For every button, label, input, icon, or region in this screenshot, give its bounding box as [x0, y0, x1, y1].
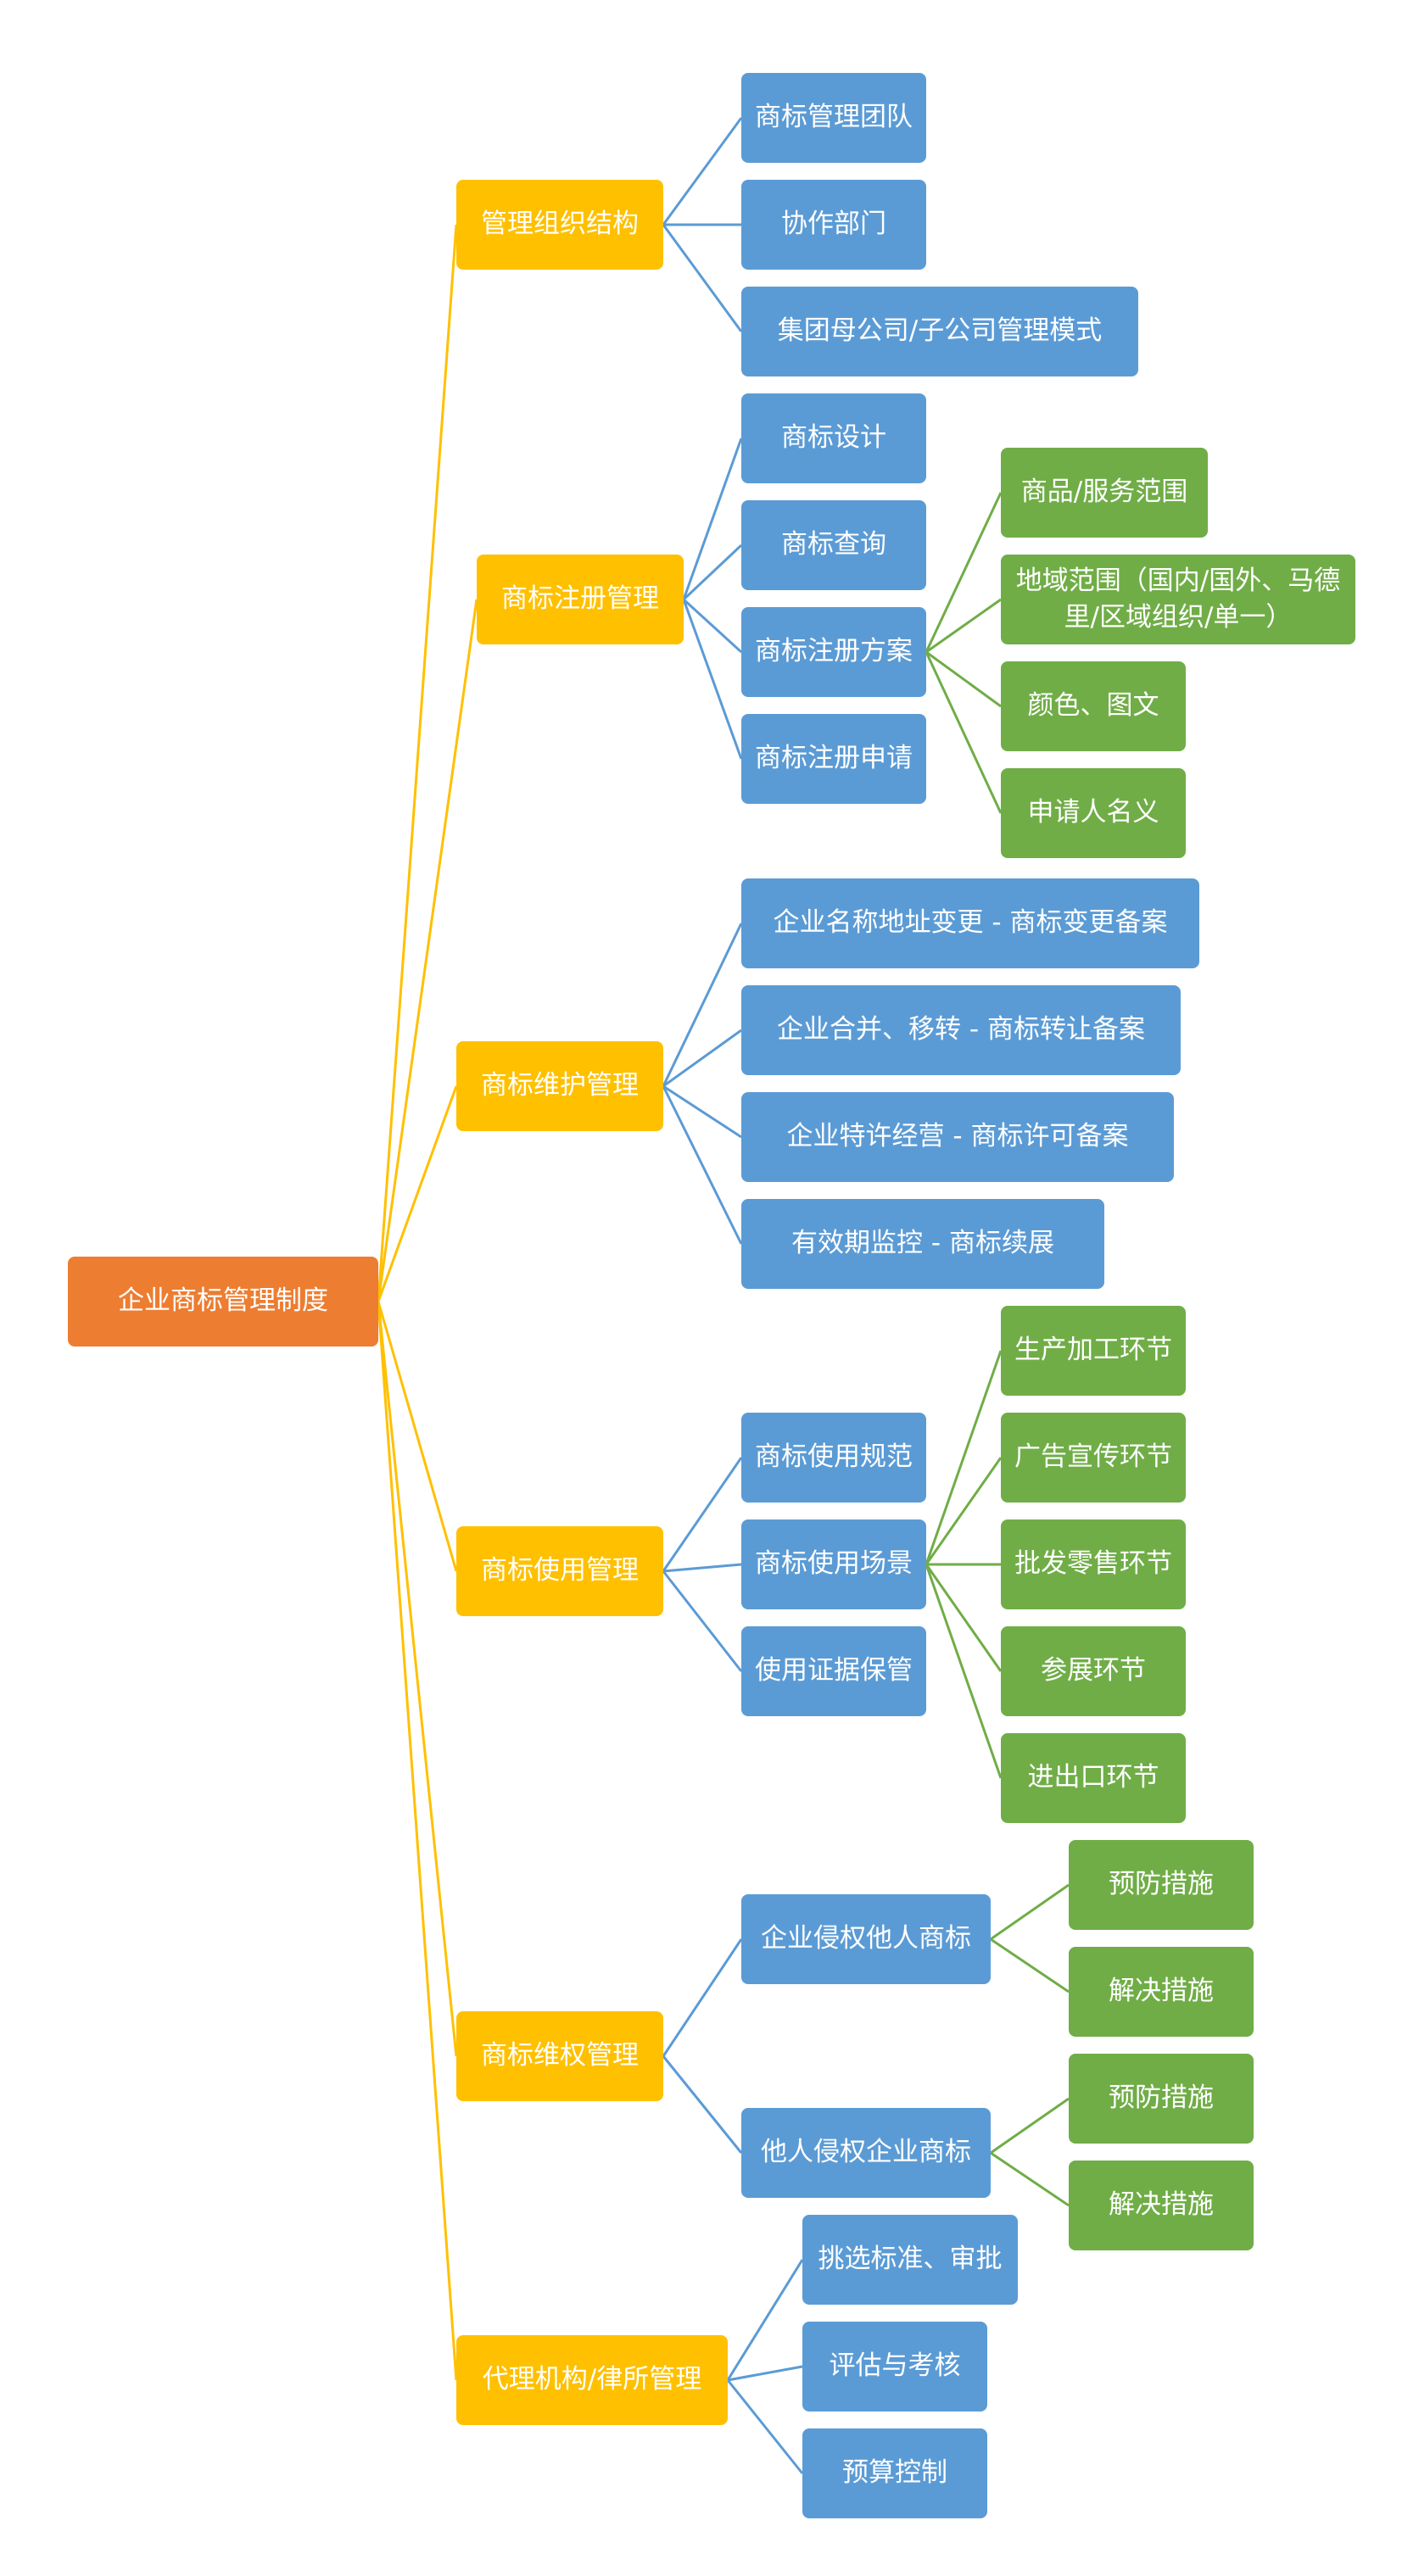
- node-prevent-2: 预防措施: [1069, 2054, 1254, 2144]
- connector-node-evidence: [662, 1570, 743, 1672]
- connector-node-budget: [726, 2379, 804, 2474]
- node-production: 生产加工环节: [1001, 1306, 1186, 1396]
- node-evaluation: 评估与考核: [802, 2322, 987, 2412]
- node-tm-team: 商标管理团队: [741, 73, 926, 163]
- connector-node-tm-team: [662, 117, 743, 226]
- node-selection: 挑选标准、审批: [802, 2215, 1018, 2305]
- connector-node-color-graphic: [925, 650, 1002, 708]
- node-color-graphic: 颜色、图文: [1001, 661, 1186, 751]
- node-usage-scenes: 商标使用场景: [741, 1519, 926, 1609]
- node-budget: 预算控制: [802, 2428, 987, 2518]
- connector-node-group-mode: [662, 224, 743, 332]
- node-infringe-others: 企业侵权他人商标: [741, 1894, 991, 1984]
- connector-node-prevent-1: [990, 1883, 1070, 1941]
- connector-node-usage-norms: [662, 1457, 743, 1572]
- branch-org-structure: 管理组织结构: [456, 180, 663, 270]
- node-evidence: 使用证据保管: [741, 1626, 926, 1716]
- connector-branch-usage: [377, 1301, 458, 1572]
- node-coop-dept: 协作部门: [741, 180, 926, 270]
- connector-node-infringe-others: [662, 1938, 743, 2057]
- connector-node-region-scope: [925, 598, 1002, 654]
- branch-usage: 商标使用管理: [456, 1526, 663, 1616]
- connector-node-tm-design: [682, 438, 743, 600]
- connector-node-selection: [726, 2259, 804, 2381]
- node-region-scope: 地域范围（国内/国外、马德里/区域组织/单一）: [1001, 555, 1355, 644]
- node-usage-norms: 商标使用规范: [741, 1413, 926, 1503]
- node-tm-search: 商标查询: [741, 500, 926, 590]
- connector-node-advertising: [925, 1457, 1003, 1565]
- branch-maintenance: 商标维护管理: [456, 1041, 663, 1131]
- node-transfer-filing: 企业合并、移转 - 商标转让备案: [741, 985, 1181, 1075]
- node-reg-plan: 商标注册方案: [741, 607, 926, 697]
- connector-node-renewal: [662, 1085, 743, 1245]
- connector-node-exhibition: [925, 1564, 1003, 1672]
- connector-node-resolve-1: [990, 1938, 1070, 1993]
- node-tm-design: 商标设计: [741, 393, 926, 483]
- branch-registration: 商标注册管理: [477, 555, 684, 644]
- connector-node-license-filing: [662, 1084, 742, 1139]
- node-import-export: 进出口环节: [1001, 1733, 1186, 1823]
- node-advertising: 广告宣传环节: [1001, 1413, 1186, 1503]
- connector-node-usage-scenes: [662, 1563, 742, 1573]
- connector-node-tm-search: [682, 544, 743, 601]
- node-applicant: 申请人名义: [1001, 768, 1186, 858]
- connector-node-import-export: [925, 1564, 1003, 1779]
- node-prevent-1: 预防措施: [1069, 1840, 1254, 1930]
- connector-branch-maintenance: [377, 1085, 458, 1302]
- node-goods-scope: 商品/服务范围: [1001, 448, 1208, 538]
- connector-node-reg-apply: [682, 599, 743, 760]
- connector-node-transfer-filing: [662, 1029, 742, 1088]
- connector-branch-org-structure: [377, 224, 458, 1302]
- node-resolve-2: 解决措施: [1069, 2161, 1254, 2250]
- branch-agency: 代理机构/律所管理: [456, 2335, 728, 2425]
- branch-enforcement: 商标维权管理: [456, 2011, 663, 2101]
- node-renewal: 有效期监控 - 商标续展: [741, 1199, 1104, 1289]
- connector-node-reg-plan: [682, 598, 743, 654]
- node-others-infringe: 他人侵权企业商标: [741, 2108, 991, 2198]
- connector-node-applicant: [925, 651, 1003, 814]
- node-reg-apply: 商标注册申请: [741, 714, 926, 804]
- node-change-filing: 企业名称地址变更 - 商标变更备案: [741, 878, 1199, 968]
- root-node: 企业商标管理制度: [68, 1257, 378, 1347]
- connector-node-change-filing: [662, 923, 743, 1087]
- connector-branch-agency: [377, 1301, 458, 2381]
- node-resolve-1: 解决措施: [1069, 1947, 1254, 2037]
- connector-node-production: [925, 1350, 1003, 1565]
- connector-node-evaluation: [727, 2365, 803, 2382]
- connector-branch-registration: [377, 599, 478, 1302]
- connector-node-prevent-2: [990, 2097, 1070, 2155]
- node-retail: 批发零售环节: [1001, 1519, 1186, 1609]
- connector-branch-enforcement: [377, 1301, 458, 2057]
- connector-node-goods-scope: [925, 492, 1003, 653]
- connector-node-resolve-2: [990, 2151, 1070, 2207]
- node-exhibition: 参展环节: [1001, 1626, 1186, 1716]
- node-group-mode: 集团母公司/子公司管理模式: [741, 287, 1138, 376]
- node-license-filing: 企业特许经营 - 商标许可备案: [741, 1092, 1174, 1182]
- connector-node-others-infringe: [662, 2055, 743, 2154]
